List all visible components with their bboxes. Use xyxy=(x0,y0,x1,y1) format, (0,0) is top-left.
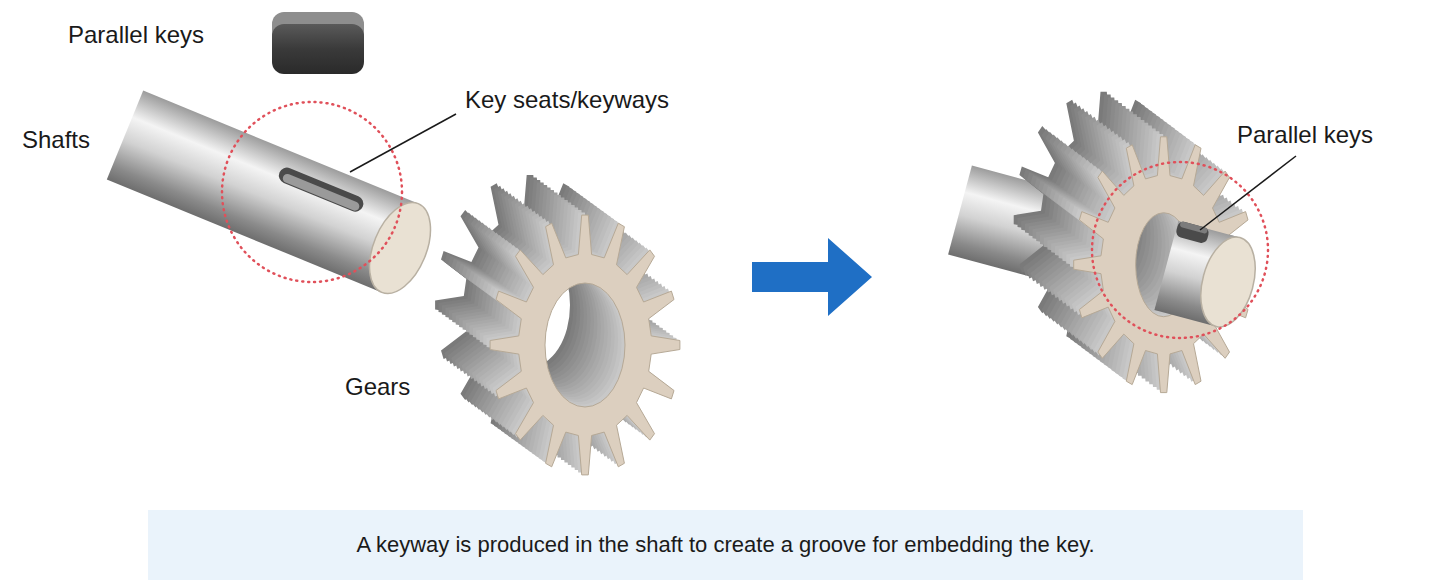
caption-band xyxy=(148,510,1303,580)
process-arrow xyxy=(752,238,872,316)
keyway-wall xyxy=(276,165,365,214)
part-label: Gears xyxy=(345,373,410,401)
caption-text: A keyway is produced in the shaft to cre… xyxy=(356,531,1094,559)
part-label: Key seats/keyways xyxy=(465,86,669,114)
part-label: Parallel keys xyxy=(68,21,204,49)
key-side-face xyxy=(272,24,364,74)
caption-panel: A keyway is produced in the shaft to cre… xyxy=(148,510,1303,580)
leader-line xyxy=(350,114,456,172)
part-label: Shafts xyxy=(22,126,90,154)
leader-line xyxy=(1200,156,1296,230)
highlight-circle xyxy=(222,102,402,282)
shaft-figure xyxy=(107,91,443,303)
assembly-figure xyxy=(948,92,1264,393)
part-label: Parallel keys xyxy=(1237,121,1373,149)
key-body xyxy=(1175,220,1210,244)
highlight-circle xyxy=(1092,162,1268,338)
keyway-slot xyxy=(276,165,365,214)
shaft-and-gear-figures xyxy=(107,91,1265,475)
gear-face xyxy=(490,215,680,475)
parallel-key-figure xyxy=(272,12,364,74)
shaft-end-face xyxy=(1192,231,1265,333)
gear-figure xyxy=(435,175,680,475)
parallel-key xyxy=(1175,220,1210,244)
keyway-floor xyxy=(281,173,360,212)
